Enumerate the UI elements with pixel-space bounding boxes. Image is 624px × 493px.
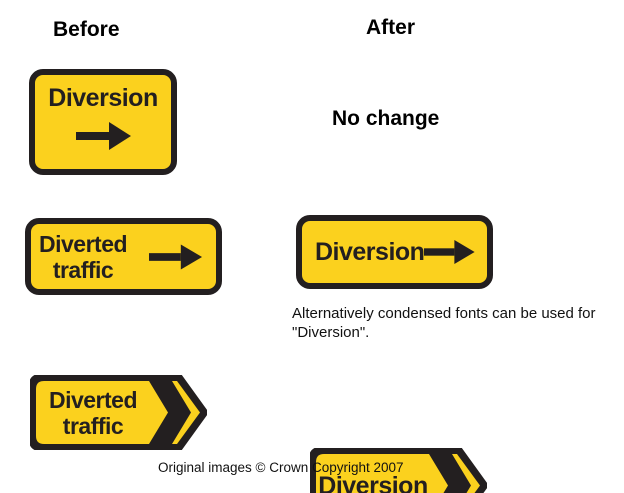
right-chevron-icon (149, 381, 191, 444)
sign-label: Diverted traffic (39, 230, 128, 283)
sign-label-line1: Diverted (48, 386, 138, 413)
right-chevron-icon (429, 454, 471, 493)
pointed-sign-shape (30, 375, 207, 450)
after-column-heading: After (366, 16, 416, 39)
sign-label: Diversion (316, 454, 430, 493)
right-arrow-icon (76, 122, 131, 150)
after-sign-diversion-chevron: Diversion (310, 448, 487, 493)
before-sign-diversion-arrow-below: Diversion (29, 69, 177, 175)
after-no-change-text: No change (332, 107, 440, 130)
sign-label-line2: traffic (62, 412, 124, 439)
note-line2: "Diversion". (292, 324, 370, 341)
sign-label-line2: traffic (52, 256, 114, 283)
copyright-caption: Original images © Crown Copyright 2007 (158, 460, 404, 475)
right-arrow-icon (149, 243, 203, 270)
condensed-fonts-note: Alternatively condensed fonts can be use… (292, 304, 596, 342)
after-sign-diversion-arrow: Diversion (296, 215, 493, 289)
right-arrow-icon (424, 240, 476, 264)
pointed-sign-shape (310, 448, 487, 493)
sign-label-line1: Diverted (39, 230, 128, 257)
before-column-heading: Before (53, 18, 120, 41)
before-sign-diverted-traffic-chevron: Diverted traffic (30, 375, 207, 450)
sign-label: Diversion (48, 84, 158, 112)
sign-label: Diversion (315, 237, 425, 266)
before-sign-diverted-traffic-arrow: Diverted traffic (25, 218, 222, 295)
sign-label: Diverted traffic (36, 381, 150, 444)
note-line1: Alternatively condensed fonts can be use… (292, 305, 596, 322)
sign-label-line1: Diversion (318, 471, 428, 493)
